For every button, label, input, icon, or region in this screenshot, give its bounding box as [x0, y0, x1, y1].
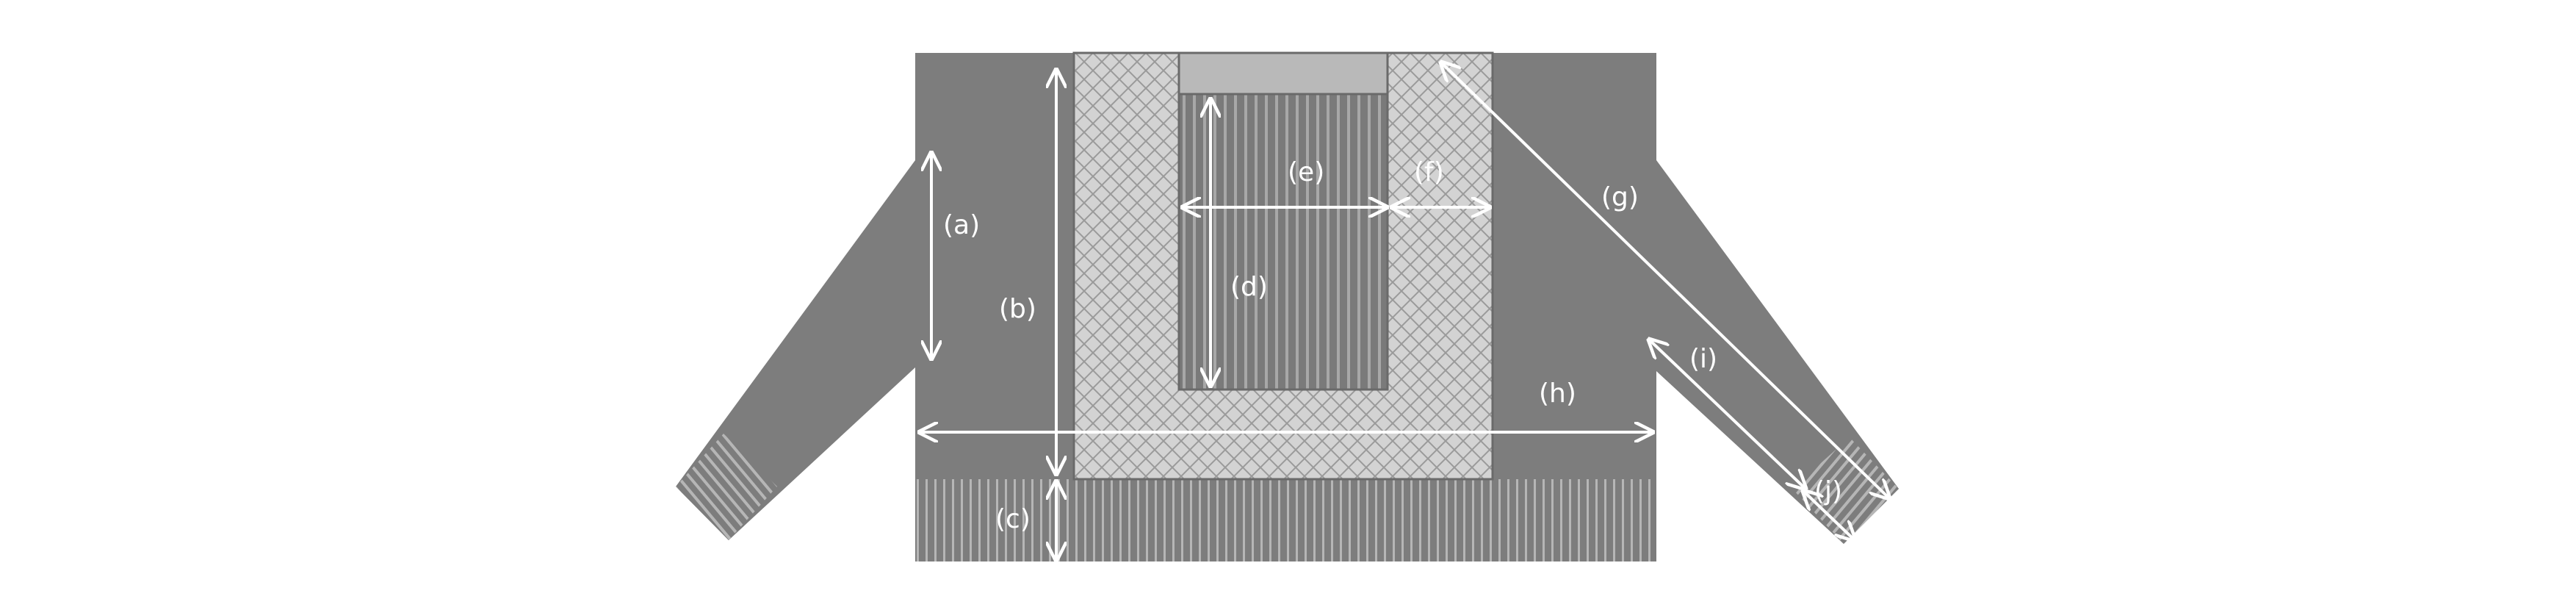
label-d: (d)	[1230, 272, 1268, 302]
arrow-j	[1803, 491, 1855, 540]
collar-band	[1177, 51, 1389, 96]
label-i: (i)	[1689, 344, 1717, 374]
label-f: (f)	[1414, 157, 1444, 187]
arrow-i	[1649, 340, 1805, 489]
left-cuff	[676, 434, 777, 540]
label-j: (j)	[1814, 476, 1842, 506]
label-b: (b)	[999, 294, 1036, 324]
label-a: (a)	[943, 210, 980, 240]
label-h: (h)	[1539, 378, 1576, 409]
label-g: (g)	[1601, 182, 1639, 212]
label-e: (e)	[1288, 157, 1324, 187]
label-c: (c)	[995, 504, 1031, 534]
arrow-g	[1441, 62, 1889, 498]
